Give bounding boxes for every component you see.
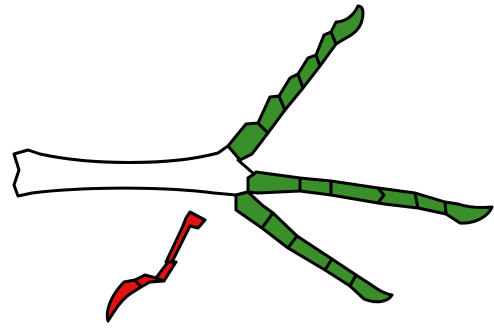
toe-middle-phalanx-2: [300, 178, 331, 195]
hallux-claw: [107, 280, 141, 321]
toe-lower-phalanx-3: [288, 236, 332, 270]
toe-middle-phalanx-1: [248, 172, 300, 193]
hallux-metatarsal: [166, 212, 205, 262]
toe-middle-phalanx-3: [331, 181, 384, 203]
toe-middle-phalanx-5: [415, 193, 446, 214]
toe-upper: [228, 6, 363, 160]
toe-upper-claw: [331, 6, 363, 44]
toe-lower: [236, 192, 392, 302]
toe-lower-claw: [350, 275, 392, 302]
toe-middle-phalanx-4: [378, 188, 418, 208]
toe-middle-claw: [445, 202, 492, 223]
hallux-toe: [107, 212, 205, 321]
toe-middle: [248, 172, 492, 223]
tarsometatarsus-bone: [14, 146, 254, 196]
